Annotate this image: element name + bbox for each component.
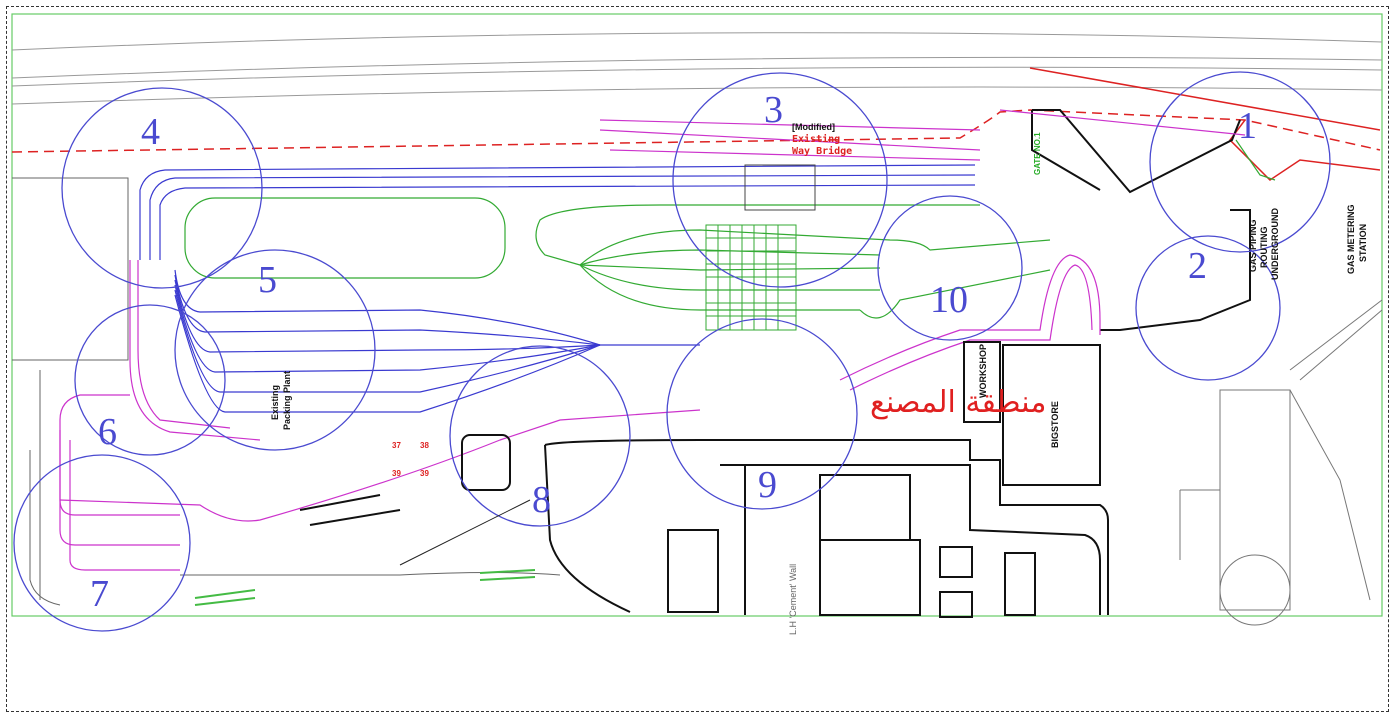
magenta-roads xyxy=(59,109,1246,571)
label-existing-packing: Existing xyxy=(270,385,280,420)
zone-label-6: 6 xyxy=(98,411,117,453)
zone-label-2: 2 xyxy=(1188,245,1207,287)
gate-building xyxy=(1031,109,1251,331)
way-bridge-structure xyxy=(744,164,816,211)
label-gas-routing: ROUTING xyxy=(1259,227,1269,269)
weighbridge-grid xyxy=(705,224,797,331)
label-existing: Existing xyxy=(792,133,840,145)
zone-circle-4 xyxy=(61,87,263,289)
label-bigstore: BIGSTORE xyxy=(1050,401,1060,448)
green-arrows xyxy=(194,569,536,606)
label-way-bridge: Way Bridge xyxy=(792,145,852,157)
drawing-frame xyxy=(6,6,1389,712)
zone-circles xyxy=(13,71,1331,632)
leader-arrow xyxy=(399,499,531,566)
boundary-line-north xyxy=(1029,67,1381,131)
plot-number: 39 xyxy=(420,469,429,478)
plot-number: 37 xyxy=(392,441,401,450)
boundary-line xyxy=(11,109,1381,153)
zone-circle-1 xyxy=(1149,71,1331,253)
zone-circle-10 xyxy=(877,195,1023,341)
zone-label-4: 4 xyxy=(141,111,160,153)
label-workshop: WORKSHOP xyxy=(978,344,988,398)
zone-circle-5 xyxy=(174,249,376,451)
green-roads xyxy=(184,139,1276,319)
label-gas-metering: GAS METERING xyxy=(1346,204,1356,274)
label-modified: [Modified] xyxy=(792,122,835,132)
zone-label-9: 9 xyxy=(758,464,777,506)
zone-label-8: 8 xyxy=(532,479,551,521)
south-buildings xyxy=(461,341,1109,618)
zone-circle-7 xyxy=(13,454,191,632)
zone-label-1: 1 xyxy=(1238,105,1257,147)
top-highway xyxy=(11,32,1383,105)
label-gas-underground: UNDERGROUND xyxy=(1270,207,1280,280)
east-structures xyxy=(1179,299,1383,626)
red-bars xyxy=(299,494,401,526)
label-factory-area: منطقة المصنع xyxy=(870,385,1046,420)
plot-number: 38 xyxy=(420,441,429,450)
zone-label-3: 3 xyxy=(764,89,783,131)
zone-label-5: 5 xyxy=(258,259,277,301)
label-gate: GATE NO.1 xyxy=(1033,132,1042,175)
zone-label-10: 10 xyxy=(930,279,968,321)
plot-number: 39 xyxy=(392,469,401,478)
zone-circle-9 xyxy=(666,318,858,510)
zone-circle-2 xyxy=(1135,235,1281,381)
zone-label-7: 7 xyxy=(90,573,109,615)
label-gas-station: STATION xyxy=(1358,224,1368,262)
zone-circle-3 xyxy=(672,72,888,288)
zone-circle-6 xyxy=(74,304,226,456)
zone-circle-8 xyxy=(449,345,631,527)
label-cement-wall: L.H 'Cement' Wall xyxy=(788,564,798,635)
label-gas-piping: GAS PIPING xyxy=(1248,219,1258,272)
site-boundary xyxy=(11,13,1383,617)
label-packing-plant: Packing Plant xyxy=(282,371,292,430)
